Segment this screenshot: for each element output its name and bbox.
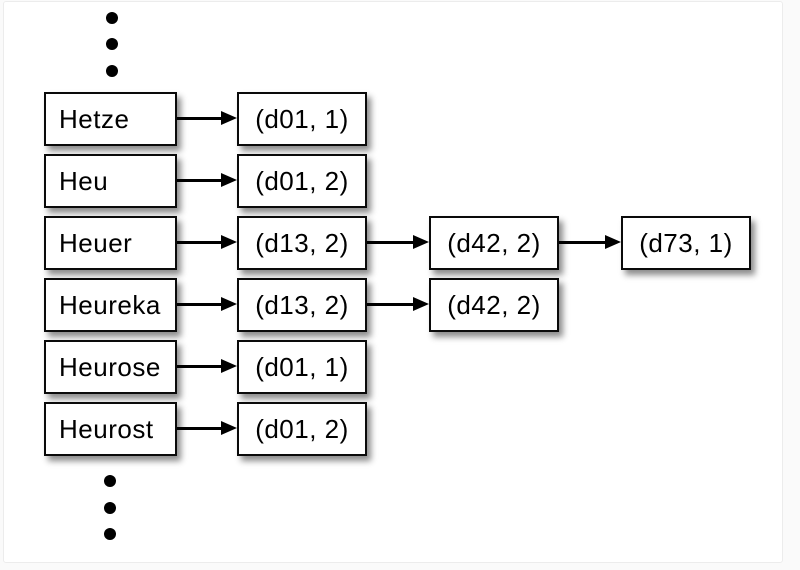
posting-box: (d42, 2)	[429, 278, 559, 332]
arrow-head-icon	[413, 235, 429, 249]
term-label: Heureka	[59, 289, 161, 320]
arrow-head-icon	[221, 421, 237, 435]
term-box-heuer: Heuer	[44, 216, 177, 270]
term-box-heureka: Heureka	[44, 278, 177, 332]
posting-box: (d13, 2)	[237, 278, 367, 332]
ellipsis-bottom-dot	[104, 502, 116, 514]
posting-label: (d73, 1)	[639, 227, 733, 258]
term-label: Heurost	[59, 413, 154, 444]
posting-label: (d13, 2)	[255, 227, 349, 258]
arrow-head-icon	[221, 235, 237, 249]
term-box-hetze: Hetze	[44, 92, 177, 146]
arrow-head-icon	[605, 235, 621, 249]
ellipsis-bottom-dot	[104, 475, 116, 487]
posting-label: (d01, 1)	[255, 103, 349, 134]
ellipsis-top-dot	[106, 65, 118, 77]
arrow-head-icon	[221, 173, 237, 187]
ellipsis-bottom-dot	[104, 528, 116, 540]
arrow-head-icon	[221, 359, 237, 373]
posting-label: (d42, 2)	[447, 289, 541, 320]
posting-box: (d01, 1)	[237, 92, 367, 146]
arrow-line	[177, 179, 223, 182]
arrow-head-icon	[221, 297, 237, 311]
arrow-head-icon	[413, 297, 429, 311]
posting-label: (d01, 2)	[255, 413, 349, 444]
term-label: Hetze	[59, 103, 130, 134]
term-box-heurose: Heurose	[44, 340, 177, 394]
term-label: Heu	[59, 165, 109, 196]
posting-label: (d13, 2)	[255, 289, 349, 320]
posting-box: (d73, 1)	[621, 216, 751, 270]
posting-label: (d01, 1)	[255, 351, 349, 382]
term-label: Heuer	[59, 227, 133, 258]
arrow-line	[177, 427, 223, 430]
ellipsis-top-dot	[106, 12, 118, 24]
posting-label: (d01, 2)	[255, 165, 349, 196]
term-label: Heurose	[59, 351, 161, 382]
arrow-line	[177, 241, 223, 244]
arrow-line	[177, 117, 223, 120]
posting-box: (d01, 2)	[237, 154, 367, 208]
arrow-head-icon	[221, 111, 237, 125]
posting-box: (d13, 2)	[237, 216, 367, 270]
posting-box: (d01, 2)	[237, 402, 367, 456]
arrow-line	[177, 365, 223, 368]
arrow-line	[367, 303, 414, 306]
ellipsis-top-dot	[106, 38, 118, 50]
arrow-line	[559, 241, 606, 244]
arrow-line	[367, 241, 414, 244]
term-box-heu: Heu	[44, 154, 177, 208]
diagram-canvas: Hetze (d01, 1) Heu (d01, 2) Heuer (d13, …	[3, 1, 783, 563]
posting-box: (d42, 2)	[429, 216, 559, 270]
arrow-line	[177, 303, 223, 306]
term-box-heurost: Heurost	[44, 402, 177, 456]
posting-box: (d01, 1)	[237, 340, 367, 394]
posting-label: (d42, 2)	[447, 227, 541, 258]
